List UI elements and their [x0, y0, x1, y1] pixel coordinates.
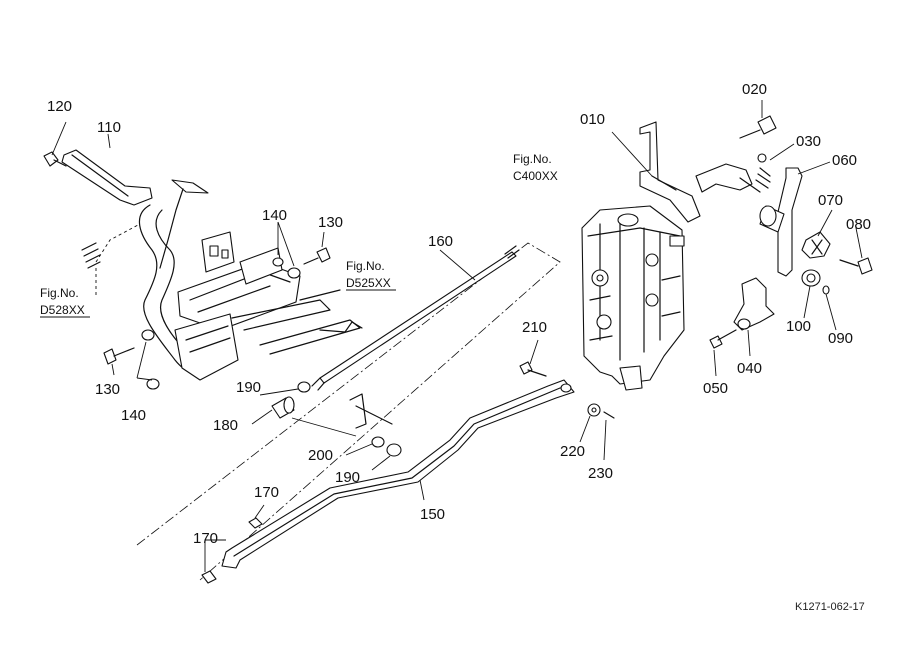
- lever-060: [777, 167, 803, 277]
- part-label: 180: [213, 417, 238, 434]
- part-label: 190: [335, 469, 360, 486]
- part-label: 140: [262, 207, 287, 224]
- washer-icon: [587, 403, 615, 419]
- ref-d528-label: Fig.No.: [40, 286, 79, 300]
- part-label: 230: [588, 465, 613, 482]
- pedal-assembly: [61, 149, 363, 381]
- transmission-housing: [581, 205, 685, 391]
- nut-icon: [201, 517, 263, 584]
- part-label: 120: [47, 98, 72, 115]
- spring-icon: [755, 153, 771, 189]
- link-rod-150: [204, 379, 575, 572]
- part-label: 050: [703, 380, 728, 397]
- figure-refs: Fig.No. C400XX Fig.No. D525XX Fig.No. D5…: [40, 152, 558, 318]
- bolt-icon: [709, 329, 737, 349]
- bolt-icon: [519, 361, 547, 377]
- fitting-icon: [271, 381, 402, 457]
- arm-040: [733, 277, 775, 331]
- bolt-icon: [839, 257, 873, 275]
- diagram-id: K1271-062-17: [795, 601, 865, 613]
- cap-icon: [801, 231, 831, 259]
- bolt-icon: [103, 347, 135, 365]
- lever-arm: [695, 163, 761, 193]
- bracket-010: [639, 121, 701, 223]
- part-label: 110: [97, 119, 121, 136]
- ref-d528-code: D528XX: [40, 303, 85, 317]
- part-label: 140: [121, 407, 146, 424]
- ref-c400-label: Fig.No.: [513, 152, 552, 166]
- rod-160: [311, 245, 520, 391]
- part-label: 210: [522, 319, 547, 336]
- bolt-icon: [739, 115, 777, 139]
- part-label: 070: [818, 192, 843, 209]
- part-label: 170: [254, 484, 279, 501]
- part-label: 150: [420, 506, 445, 523]
- bolt-icon: [303, 247, 331, 265]
- part-label: 020: [742, 81, 767, 98]
- part-label: 200: [308, 447, 333, 464]
- part-label: 190: [236, 379, 261, 396]
- nut-icon: [141, 257, 301, 390]
- bolt-icon: [43, 151, 67, 167]
- ref-c400-code: C400XX: [513, 169, 558, 183]
- part-label: 160: [428, 233, 453, 250]
- ref-d525-code: D525XX: [346, 276, 391, 290]
- part-label: 130: [318, 214, 343, 231]
- part-label: 220: [560, 443, 585, 460]
- cylinder-icon: [759, 205, 785, 233]
- part-label: 040: [737, 360, 762, 377]
- part-label: 130: [95, 381, 120, 398]
- ref-d525-label: Fig.No.: [346, 259, 385, 273]
- part-label: 100: [786, 318, 811, 335]
- part-labels: 120 110 140 130 130 140 160 190 180 200 …: [47, 81, 871, 547]
- leader-lines: [51, 100, 863, 519]
- part-label: 060: [832, 152, 857, 169]
- part-label: 010: [580, 111, 605, 128]
- part-label: 030: [796, 133, 821, 150]
- part-label: 080: [846, 216, 871, 233]
- bearing-icon: [801, 269, 830, 295]
- part-label: 170: [193, 530, 218, 547]
- part-label: 090: [828, 330, 853, 347]
- assembly-plane: [136, 242, 561, 581]
